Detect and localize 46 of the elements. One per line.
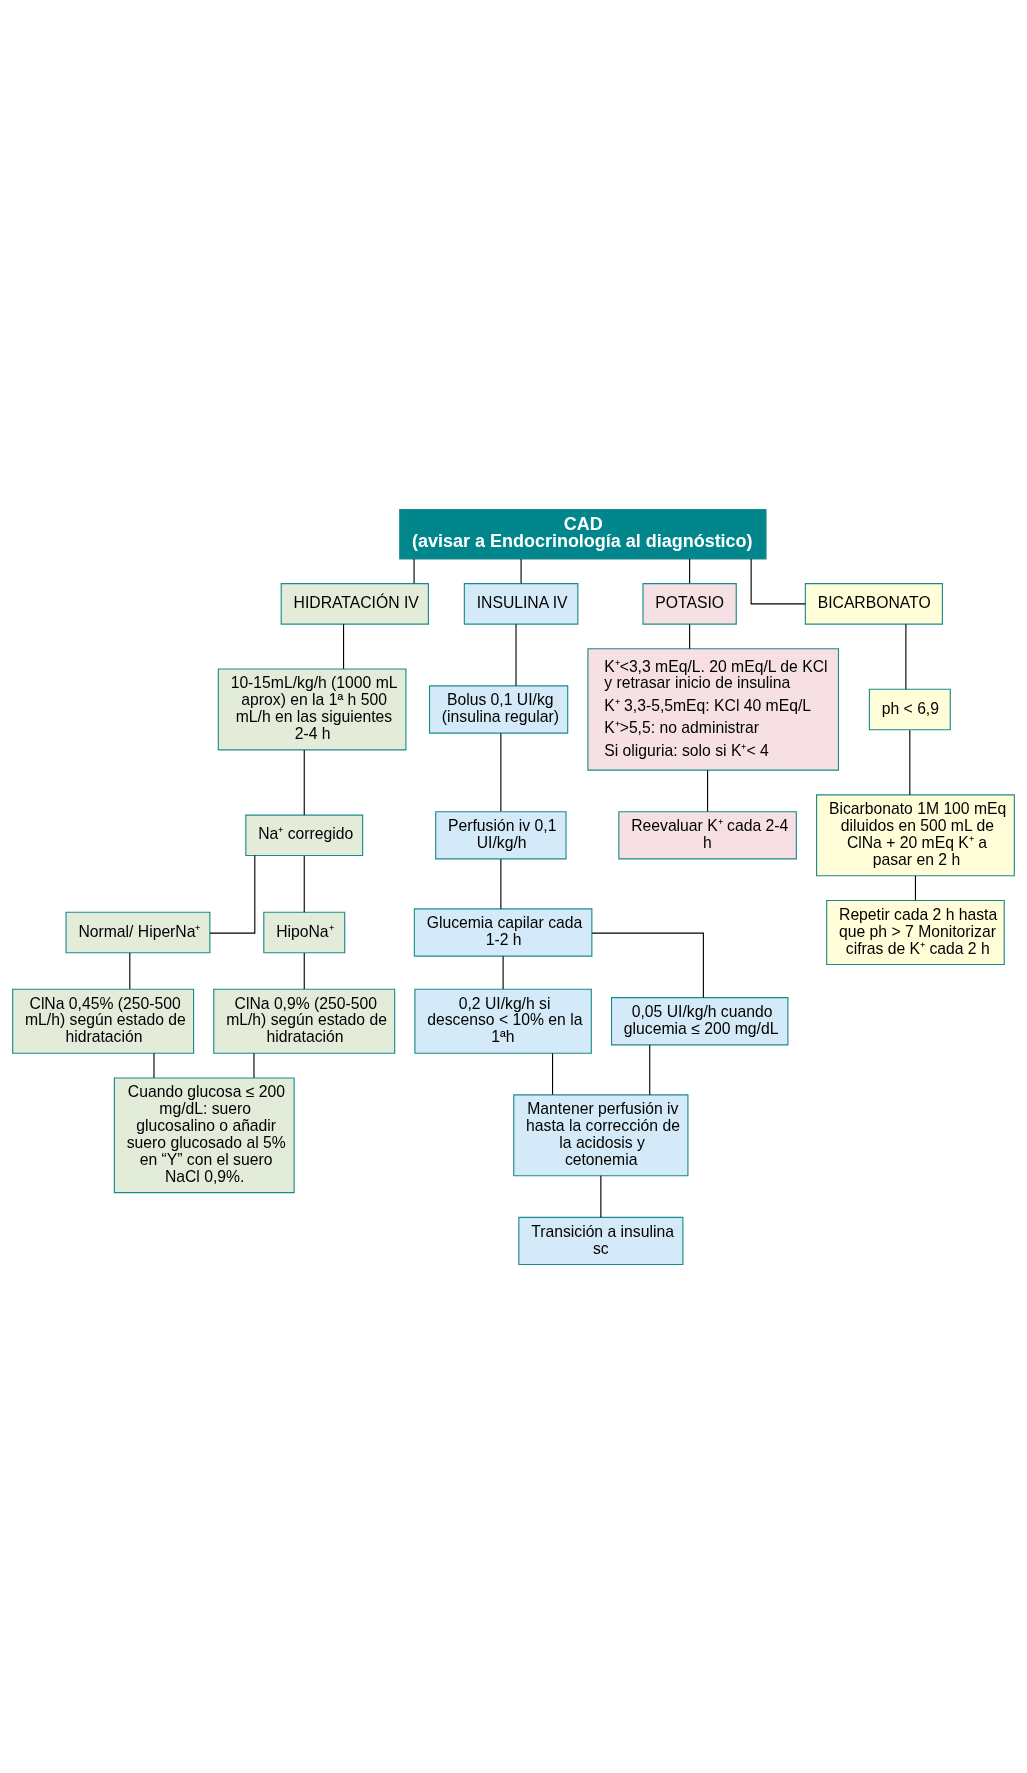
node-box: Na⁺ corregido [245, 814, 364, 856]
node-box: Mantener perfusión iv hasta la corrección de la acidosis y cetonemia [513, 1093, 689, 1176]
connector [552, 1052, 554, 1095]
node-box: Bicarbonato 1M 100 mEq diluidos en 500 mL de ClNa + 20 mEq K⁺ a pasar en 2 h [816, 793, 1015, 876]
connector [750, 557, 806, 604]
node-box: Perfusión iv 0,1 UI/kg/h [435, 810, 567, 859]
connector [689, 557, 691, 584]
connector [502, 955, 504, 990]
connector [500, 732, 502, 812]
connector [649, 1043, 651, 1095]
node-box: ClNa 0,9% (250-500 mL/h) según estado de hidratación [213, 988, 396, 1054]
connector [209, 854, 256, 934]
node-box: HipoNa⁺ [263, 911, 346, 953]
node-box: Repetir cada 2 h hasta que ph > 7 Monitorizar cifras de K⁺ cada 2 h [826, 899, 1005, 965]
node-box: CAD (avisar a Endocrinología al diagnóstico) [399, 508, 767, 559]
connector [909, 729, 911, 795]
node-box: Cuando glucosa ≤ 200 mg/dL: suero glucosalino o añadir suero glucosado al 5% en “Y” con el suero NaCl 0,9%. [113, 1076, 295, 1193]
connector [707, 769, 709, 812]
node-box: 0,05 UI/kg/h cuando glucemia ≤ 200 mg/dL [610, 996, 789, 1045]
node-box: POTASIO [642, 582, 737, 625]
connector [413, 557, 415, 584]
node-box: ph < 6,9 [868, 688, 951, 730]
connector [591, 932, 704, 998]
connector [600, 1174, 602, 1218]
node-box: BICARBONATO [804, 582, 943, 625]
node-box: 10-15mL/kg/h (1000 mL aprox) en la 1ª h 500 mL/h en las siguientes 2-4 h [217, 668, 407, 750]
connector [303, 854, 305, 913]
connector [303, 748, 305, 816]
node-box: 0,2 UI/kg/h si descenso < 10% en la 1ªh [414, 988, 592, 1054]
connector [129, 952, 131, 990]
node-box: Transición a insulina sc [518, 1216, 684, 1265]
connector [914, 874, 916, 901]
node-box: Normal/ HiperNa⁺ [65, 911, 211, 953]
node-box: Glucemia capilar cada 1-2 h [413, 907, 593, 957]
connector [303, 952, 305, 990]
connector [905, 623, 907, 690]
node-box: Bolus 0,1 UI/kg (insulina regular) [428, 684, 569, 734]
node-box: INSULINA IV [463, 582, 579, 625]
connector [343, 623, 345, 669]
connector [520, 557, 522, 584]
connector [689, 623, 691, 649]
node-box: HIDRATACIÓN IV [280, 582, 429, 625]
connector [500, 858, 502, 909]
node-box: K⁺<3,3 mEq/L. 20 mEq/L de KCl y retrasar inicio de insulina K⁺ 3,3-5,5mEq: KCl 40 mEq/L K⁺>5,5: no administrar Si oliguria: solo si K⁺< 4 [587, 647, 840, 771]
node-box: ClNa 0,45% (250-500 mL/h) según estado de hidratación [12, 988, 195, 1054]
node-box: Reevaluar K⁺ cada 2-4 h [618, 810, 797, 859]
